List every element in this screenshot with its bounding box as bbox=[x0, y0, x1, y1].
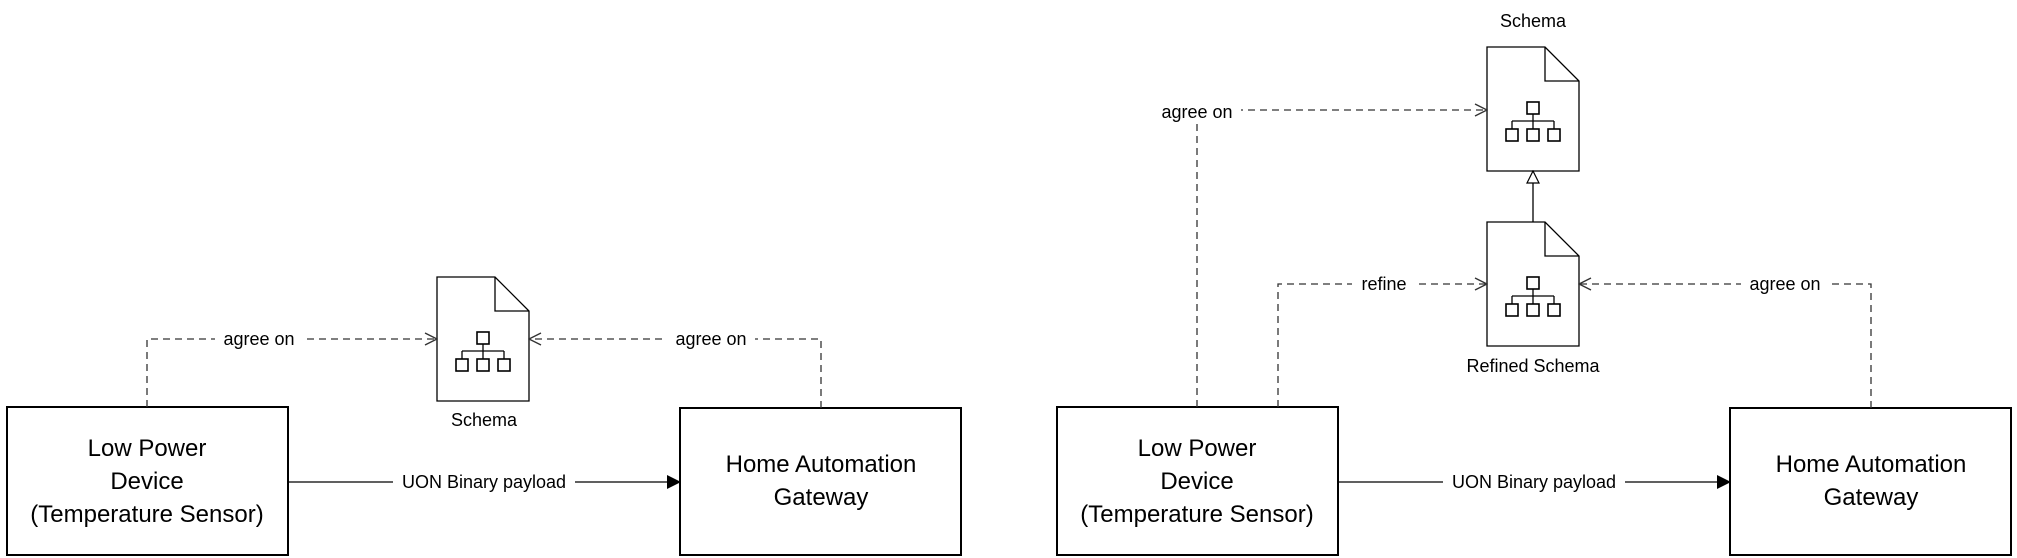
right-agree-gateway-arrow bbox=[1579, 284, 1872, 408]
right-agree-top-arrow bbox=[1196, 110, 1487, 407]
right-refined-schema-document-icon bbox=[1486, 221, 1580, 347]
left-device-label-line1: Low Power bbox=[88, 435, 207, 462]
left-device-label-line2: Device bbox=[110, 468, 183, 495]
right-refined-schema-label: Refined Schema bbox=[1466, 356, 1600, 376]
left-diagram: Low Power Device (Temperature Sensor) Ho… bbox=[6, 276, 962, 556]
left-gateway-label-line1: Home Automation bbox=[726, 451, 917, 478]
right-gateway-label-line2: Gateway bbox=[1824, 484, 1919, 511]
right-payload-label: UON Binary payload bbox=[1452, 472, 1616, 492]
left-agree-device-label-bg bbox=[215, 328, 303, 350]
right-agree-gateway-label: agree on bbox=[1749, 274, 1820, 294]
left-schema-document-icon bbox=[436, 276, 530, 402]
right-device-label-line3: (Temperature Sensor) bbox=[1080, 501, 1313, 528]
right-refine-label: refine bbox=[1361, 274, 1406, 294]
right-device-label-line2: Device bbox=[1160, 468, 1233, 495]
left-gateway-box bbox=[679, 407, 962, 556]
right-gateway-box bbox=[1729, 407, 2012, 556]
left-agree-gateway-label-bg bbox=[667, 328, 755, 350]
right-agree-gateway-label-bg bbox=[1741, 273, 1829, 295]
left-gateway-label-line2: Gateway bbox=[774, 484, 869, 511]
left-agree-gateway-label: agree on bbox=[675, 329, 746, 349]
right-diagram: Low Power Device (Temperature Sensor) Ho… bbox=[1056, 11, 2012, 556]
right-device-label-line1: Low Power bbox=[1138, 435, 1257, 462]
right-device-box bbox=[1056, 406, 1339, 556]
right-agree-top-label-bg bbox=[1153, 100, 1241, 122]
left-payload-label-bg bbox=[393, 470, 575, 494]
right-refine-label-bg bbox=[1352, 273, 1416, 295]
left-device-label-line3: (Temperature Sensor) bbox=[30, 501, 263, 528]
right-gateway-label-line1: Home Automation bbox=[1776, 451, 1967, 478]
left-payload-label: UON Binary payload bbox=[402, 472, 566, 492]
right-schema-document-icon bbox=[1486, 46, 1580, 172]
left-agree-device-label: agree on bbox=[223, 329, 294, 349]
right-payload-label-bg bbox=[1443, 470, 1625, 494]
left-schema-label: Schema bbox=[451, 410, 518, 430]
right-schema-label: Schema bbox=[1500, 11, 1567, 31]
right-refine-arrow bbox=[1277, 284, 1487, 407]
right-agree-top-label: agree on bbox=[1161, 102, 1232, 122]
left-device-box bbox=[6, 406, 289, 556]
